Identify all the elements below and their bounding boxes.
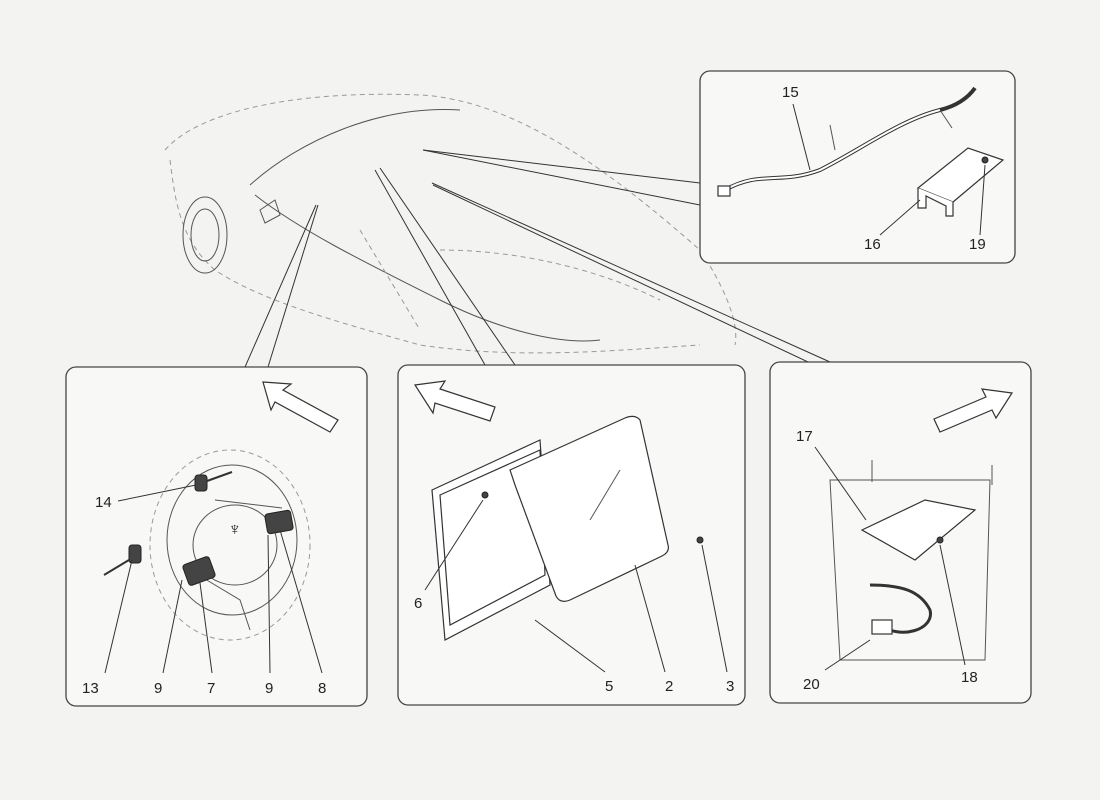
callout-9: 9: [154, 680, 162, 697]
callout-20: 20: [803, 676, 820, 693]
display-unit: [431, 415, 704, 641]
steering-leader-lines: [104, 484, 323, 674]
callout-9: 9: [265, 680, 273, 697]
callout-13: 13: [82, 680, 99, 697]
callout-6: 6: [414, 595, 422, 612]
callout-15: 15: [782, 84, 799, 101]
view-arrow-icon: [413, 380, 496, 422]
harness-panel: [699, 70, 1016, 264]
view-arrow-icon: [262, 381, 339, 433]
control-module: [829, 460, 993, 661]
callout-18: 18: [961, 669, 978, 686]
harness-leader-lines: [792, 103, 986, 236]
wiring-harness: [717, 86, 977, 197]
bracket: [916, 147, 1005, 217]
view-arrow-icon: [933, 388, 1014, 433]
module-leader-lines: [814, 446, 966, 671]
callout-8: 8: [318, 680, 326, 697]
trident-logo-icon: ♆: [228, 519, 242, 539]
callout-3: 3: [726, 678, 734, 695]
callout-5: 5: [605, 678, 613, 695]
car-outline: [164, 93, 737, 354]
steering-wheel: ♆: [103, 449, 311, 641]
callout-17: 17: [796, 428, 813, 445]
callout-16: 16: [864, 236, 881, 253]
display-leader-lines: [424, 499, 728, 673]
callout-labels: 15 16 19 14 13 9 7 9 8 6 5 2 3 17 18 20: [82, 84, 986, 697]
callout-7: 7: [207, 680, 215, 697]
callout-14: 14: [95, 494, 112, 511]
callout-2: 2: [665, 678, 673, 695]
steering-panel: [65, 366, 368, 707]
callout-19: 19: [969, 236, 986, 253]
